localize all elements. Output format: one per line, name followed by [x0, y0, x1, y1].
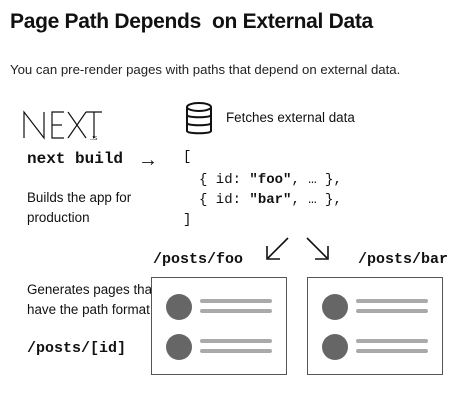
text-line — [356, 339, 428, 343]
code-value-foo: "foo" — [249, 172, 292, 188]
text-line — [356, 349, 428, 353]
path-format: /posts/[id] — [27, 340, 127, 357]
avatar — [166, 294, 192, 320]
page-card-bar — [307, 277, 443, 375]
build-description: Builds the app for production — [27, 190, 132, 225]
text-line — [200, 349, 272, 353]
build-command: next build — [27, 150, 124, 168]
avatar — [322, 334, 348, 360]
code-open-bracket: [ — [183, 149, 192, 165]
avatar — [166, 334, 192, 360]
path-label-bar: /posts/bar — [358, 251, 449, 268]
fetch-label: Fetches external data — [226, 110, 355, 125]
code-token: , … }, — [291, 172, 342, 188]
text-line — [356, 309, 428, 313]
code-token: { id: — [199, 192, 250, 208]
text-line — [200, 299, 272, 303]
page-subtitle: You can pre-render pages with paths that… — [10, 62, 401, 77]
svg-text:.JS: .JS — [90, 136, 98, 142]
page-card-foo — [151, 277, 287, 375]
text-line — [200, 309, 272, 313]
page-title: Page Path Depends on External Data — [10, 10, 373, 33]
arrow-right-icon: → — [138, 149, 158, 171]
code-token: { id: — [199, 172, 250, 188]
code-line-bar: { id: "bar", … }, — [199, 192, 342, 208]
code-line-foo: { id: "foo", … }, — [199, 172, 342, 188]
avatar — [322, 294, 348, 320]
database-icon — [186, 102, 212, 135]
text-line — [200, 339, 272, 343]
code-token: , … }, — [291, 192, 342, 208]
nextjs-logo: .JS — [23, 110, 102, 142]
path-label-foo: /posts/foo — [153, 251, 244, 268]
arrow-down-left-icon — [266, 237, 289, 260]
generates-description: Generates pages that have the path forma… — [27, 282, 156, 317]
arrow-down-right-icon — [306, 237, 329, 260]
text-line — [356, 299, 428, 303]
code-close-bracket: ] — [183, 212, 192, 228]
code-value-bar: "bar" — [249, 192, 292, 208]
